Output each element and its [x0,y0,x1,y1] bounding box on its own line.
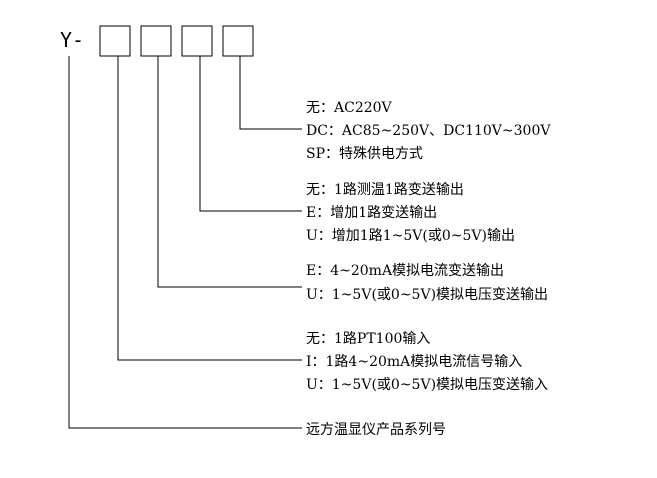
code-box-1 [99,25,131,57]
leader-line-transmit [199,56,302,212]
leader-line-analog-output [157,56,302,288]
transmit-option-e: E：增加1路变送输出 [306,205,437,221]
analog-output-option-u: U：1~5V(或0~5V)模拟电压变送输出 [306,287,548,303]
code-box-4 [222,25,254,57]
power-option-none: 无：AC220V [306,100,393,116]
leader-line-input [117,56,302,361]
input-option-i: I：1路4~20mA模拟电流信号输入 [306,354,522,370]
analog-output-option-e: E：4~20mA模拟电流变送输出 [306,263,504,279]
leader-line-power [239,56,302,130]
power-option-sp: SP：特殊供电方式 [306,146,423,162]
transmit-option-none: 无：1路测温1路变送输出 [306,182,464,198]
leader-line-series [68,56,302,429]
input-option-none: 无：1路PT100输入 [306,331,430,347]
power-option-dc: DC：AC85~250V、DC110V~300V [306,123,551,139]
code-box-3 [181,25,213,57]
code-box-2 [140,25,172,57]
input-option-u: U：1~5V(或0~5V)模拟电压变送输入 [306,377,548,393]
model-prefix: Y- [60,28,84,52]
transmit-option-u: U：增加1路1~5V(或0~5V)输出 [306,228,515,244]
series-label: 远方温显仪产品系列号 [306,422,446,438]
